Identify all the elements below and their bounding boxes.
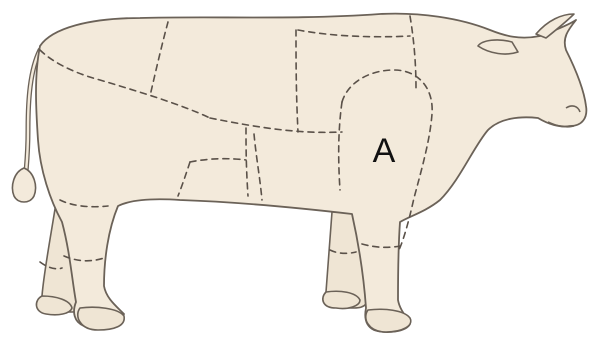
cow-body	[36, 14, 586, 332]
tail-tuft	[12, 168, 35, 202]
hoof-near-hind	[78, 307, 124, 330]
hoof-near-front	[366, 309, 411, 332]
cut-label-a: A	[373, 132, 396, 170]
